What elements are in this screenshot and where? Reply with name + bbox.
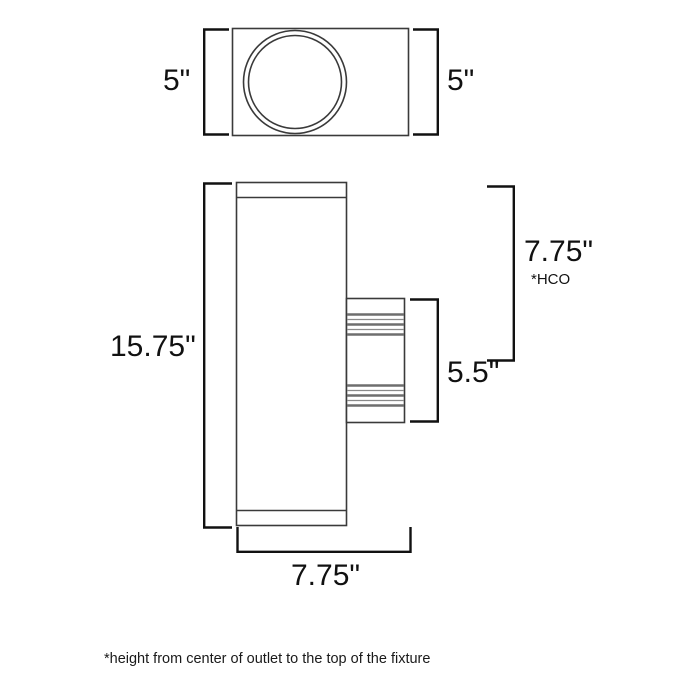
top-view-group <box>231 27 410 137</box>
footnote-text: *height from center of outlet to the top… <box>104 651 431 667</box>
overall-height-dimension-bracket <box>203 182 232 529</box>
bracket-lower-ribs <box>347 384 404 407</box>
top-view-right-dimension-bracket <box>413 28 439 136</box>
hco-height-dimension-sublabel: *HCO <box>531 271 571 288</box>
bracket-height-dimension-bracket <box>410 298 439 423</box>
top-view-inner-circle <box>247 34 343 130</box>
fixture-body-rect <box>235 181 348 527</box>
bracket-height-dimension-label: 5.5" <box>447 356 500 389</box>
side-view-group <box>235 181 406 527</box>
top-view-right-dimension-label: 5" <box>447 64 475 97</box>
overall-height-dimension-label: 15.75" <box>110 330 196 363</box>
overall-depth-dimension-bracket <box>236 527 412 553</box>
top-view-left-dimension-bracket <box>203 28 229 136</box>
overall-depth-dimension-label: 7.75" <box>291 559 361 592</box>
hco-height-dimension-bracket <box>487 185 515 362</box>
mounting-bracket-rect <box>345 297 406 424</box>
hco-height-dimension-label: 7.75" <box>524 235 594 268</box>
bracket-upper-ribs <box>347 313 404 336</box>
top-view-left-dimension-label: 5" <box>163 64 191 97</box>
